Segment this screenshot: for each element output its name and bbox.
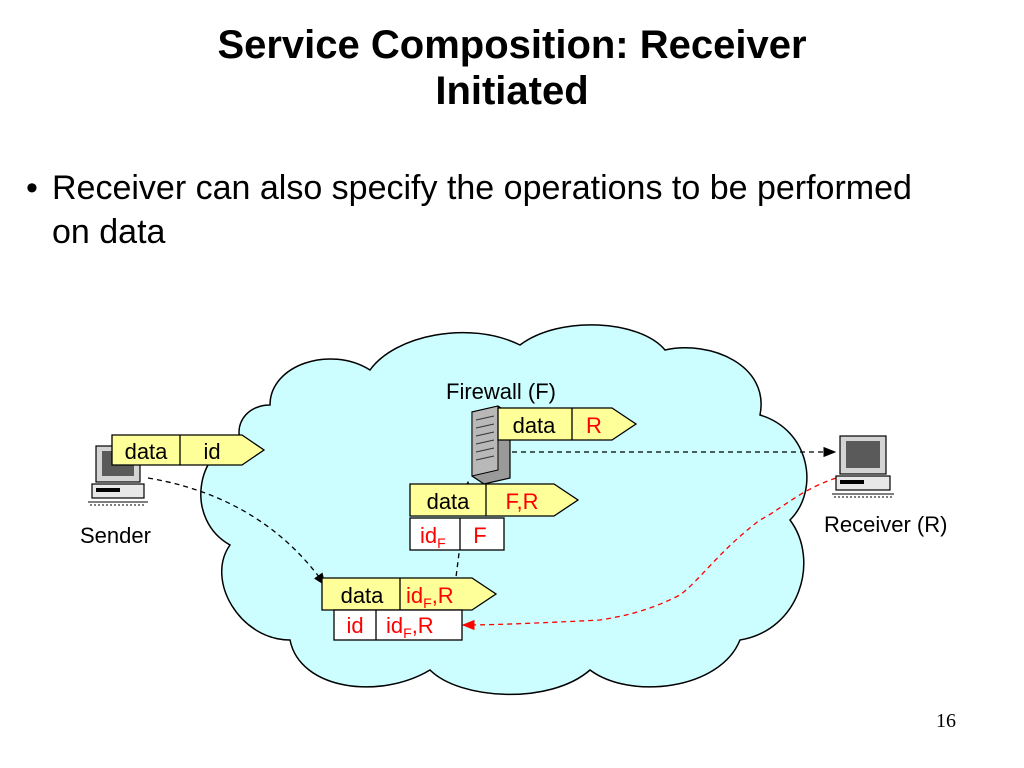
bullet-item: • Receiver can also specify the operatio…	[26, 166, 926, 254]
bottom-packet-field: id	[406, 583, 423, 608]
arrow-sender-to-bottom	[147, 477, 326, 587]
page-number: 16	[936, 710, 956, 732]
bottom-state-table: id idF,R	[333, 609, 463, 641]
firewall-state-value: F	[473, 523, 486, 548]
firewall-out-packet: data R	[497, 407, 638, 441]
svg-text:idF,R: idF,R	[386, 613, 434, 641]
svg-text:idF: idF	[420, 523, 446, 551]
firewall-state-key: id	[420, 523, 437, 548]
firewall-state-key-sub: F	[437, 535, 446, 551]
bottom-state-col2-sub: F	[403, 625, 412, 641]
firewall-state-table: idF F	[409, 517, 505, 551]
sender-packet: data id	[111, 434, 266, 466]
bottom-packet-data: data	[341, 583, 385, 608]
sender-label: Sender	[80, 523, 151, 548]
slide-title-line2: Initiated	[435, 69, 589, 113]
bottom-state-col2: id	[386, 613, 403, 638]
firewall-in-packet-field: F,R	[506, 489, 539, 514]
firewall-label: Firewall (F)	[446, 379, 556, 404]
firewall-out-packet-data: data	[513, 413, 557, 438]
firewall-out-packet-field: R	[586, 413, 602, 438]
sender-packet-field: id	[203, 439, 220, 464]
svg-text:idF,R: idF,R	[406, 583, 454, 611]
firewall-in-packet: data F,R	[409, 483, 580, 517]
firewall-in-packet-data: data	[427, 489, 471, 514]
bottom-state-col1: id	[346, 613, 363, 638]
bottom-packet: data idF,R	[321, 577, 498, 611]
bottom-packet-field-sub: F	[423, 595, 432, 611]
bullet-dot: •	[26, 169, 38, 207]
sender-packet-data: data	[125, 439, 169, 464]
computer-icon	[832, 435, 894, 498]
slide-title: Service Composition: Receiver Initiated	[0, 22, 1024, 114]
slide-title-line1: Service Composition: Receiver	[217, 23, 807, 67]
receiver-label: Receiver (R)	[824, 512, 948, 537]
bullet-text: Receiver can also specify the operations…	[52, 169, 912, 251]
bottom-state-col2-tail: ,R	[412, 613, 434, 638]
bottom-packet-field-tail: ,R	[432, 583, 454, 608]
